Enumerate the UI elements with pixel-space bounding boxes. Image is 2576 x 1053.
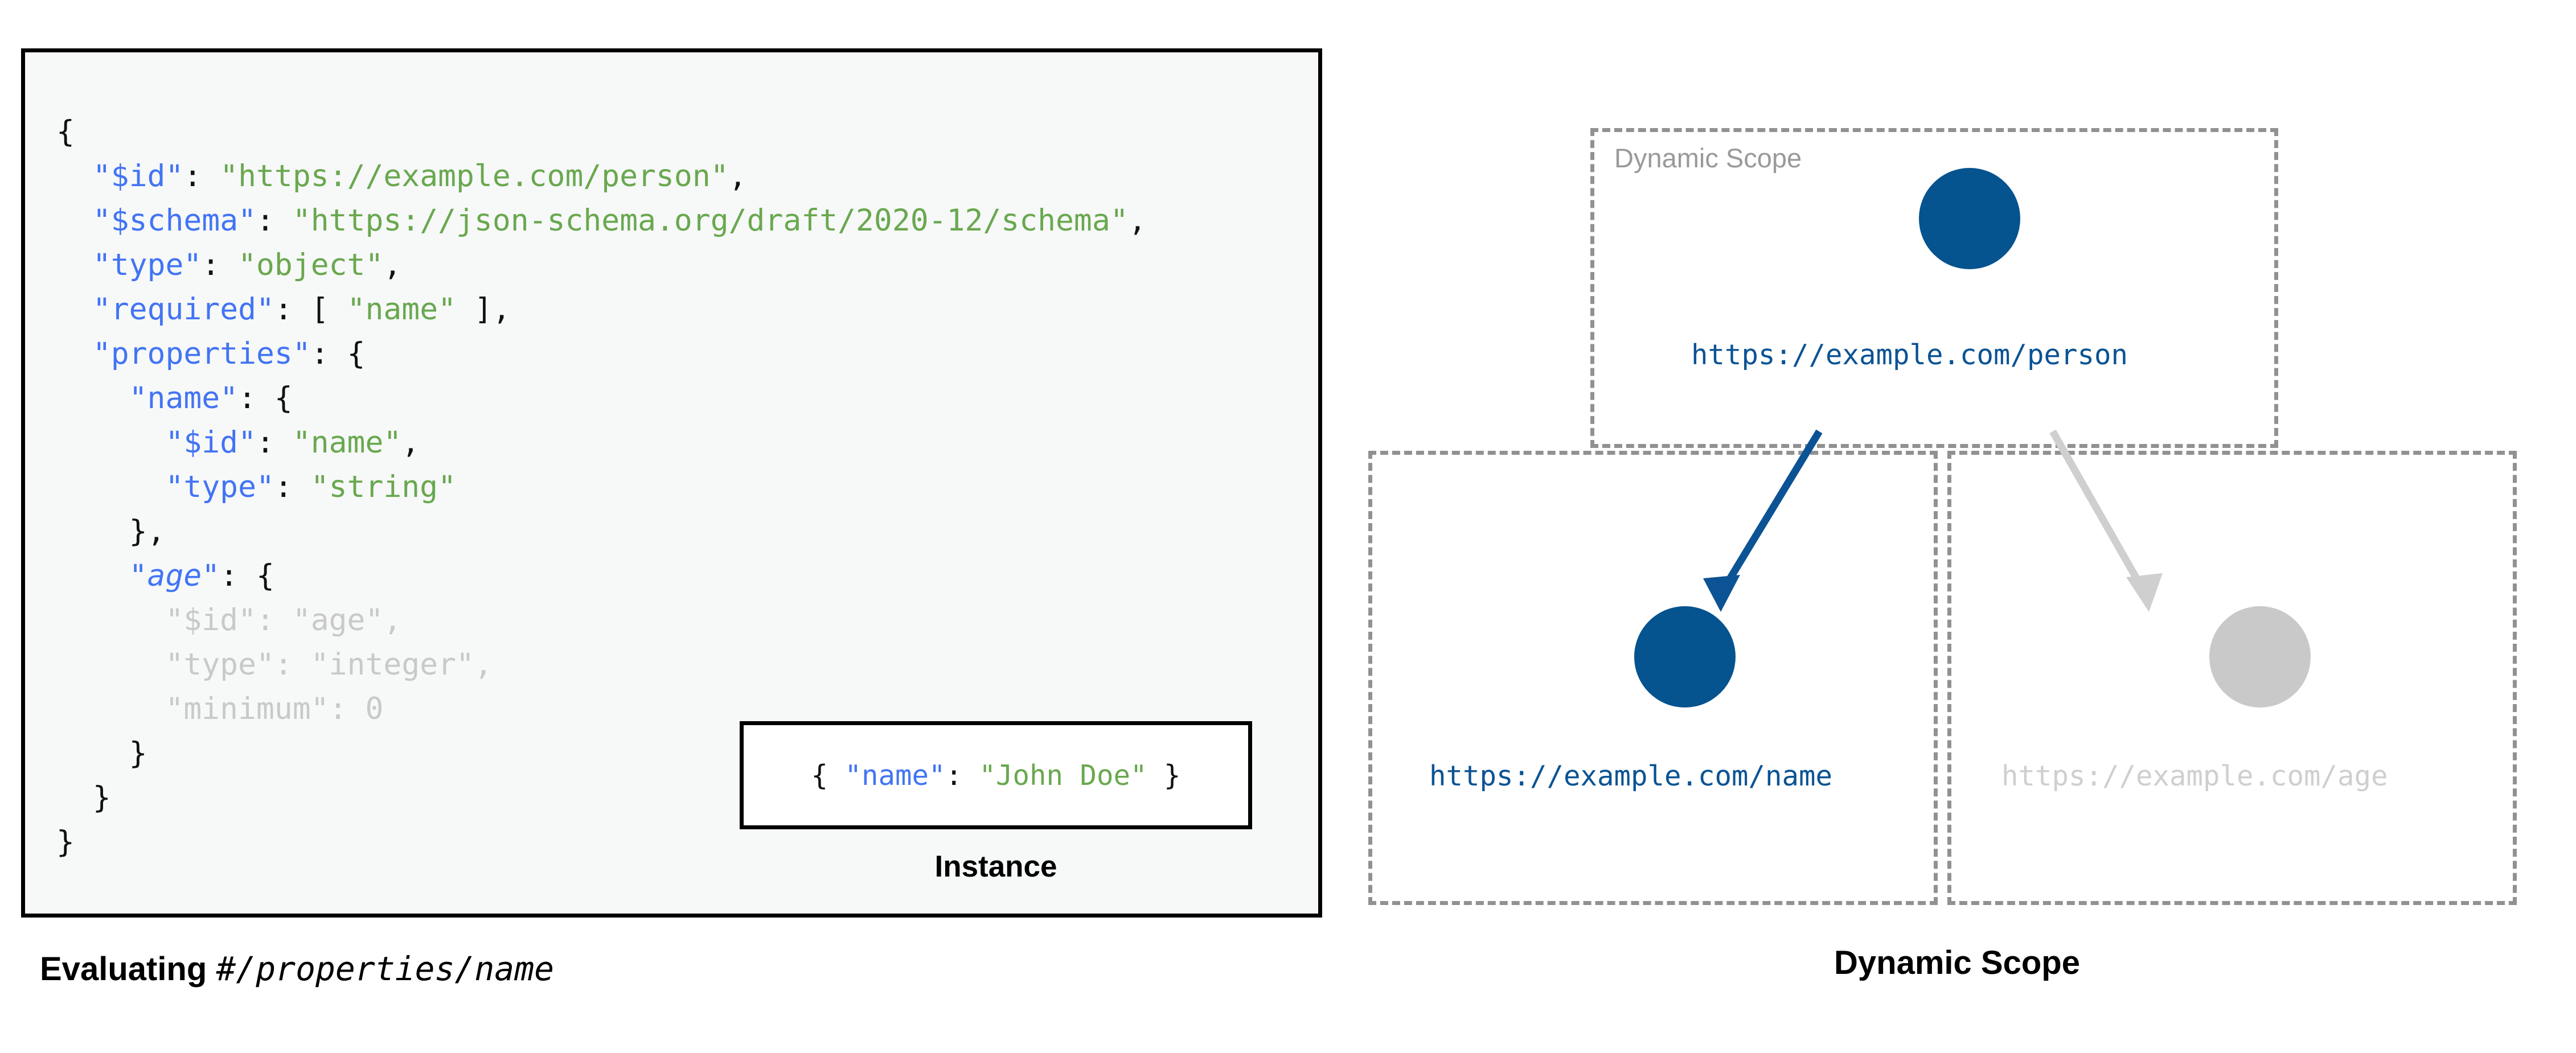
instance-box: { "name": "John Doe" } [740, 721, 1252, 829]
dashed-scope-box-person [1590, 128, 2278, 448]
code-token: "minimum" [165, 692, 329, 726]
code-line: "minimum": 0 [56, 687, 1147, 731]
instance-token: "name" [844, 759, 946, 792]
code-token: } [56, 825, 75, 859]
code-token: "https://json-schema.org/draft/2020-12/s… [292, 203, 1129, 238]
dynamic-scope-inner-label: Dynamic Scope [1614, 143, 1802, 173]
code-line: "type": "integer", [56, 643, 1147, 687]
code-line: "name": { [56, 376, 1147, 421]
code-token: "object" [238, 248, 384, 282]
code-token: : { [238, 381, 293, 416]
dashed-scope-box-name [1368, 451, 1938, 905]
code-token: { [56, 114, 75, 149]
code-line: "age": { [56, 554, 1147, 598]
dynamic-scope-caption: Dynamic Scope [1834, 944, 2080, 981]
instance-caption: Instance [934, 850, 1057, 883]
evaluating-caption: Evaluating #/properties/name [40, 949, 554, 988]
code-line: "$schema": "https://json-schema.org/draf… [56, 199, 1147, 243]
instance-token: } [1147, 759, 1181, 792]
code-token [56, 336, 93, 371]
node-age [2209, 606, 2311, 708]
code-token: : [202, 248, 239, 282]
instance-token: "John Doe" [979, 759, 1147, 792]
schema-code-panel: { "$id": "https://example.com/person", "… [21, 48, 1322, 918]
code-token: "integer" [310, 647, 474, 682]
code-token: , [401, 425, 420, 460]
node-name [1634, 606, 1736, 708]
instance-token: { [811, 759, 845, 792]
code-line: } [56, 820, 1147, 865]
code-token: "name" [347, 292, 457, 327]
evaluating-caption-bold: Evaluating [40, 951, 207, 988]
node-person [1919, 168, 2020, 269]
code-line: } [56, 776, 1147, 820]
node-label-person: https://example.com/person [1691, 339, 2128, 371]
code-line: "$id": "age", [56, 598, 1147, 643]
code-token: "age" [129, 558, 220, 593]
code-token [56, 558, 129, 593]
code-token: }, [56, 514, 166, 549]
evaluating-caption-pointer: #/properties/name [216, 949, 555, 988]
code-token: "properties" [92, 336, 311, 371]
node-label-age: https://example.com/age [2001, 760, 2388, 792]
code-token: "$id" [165, 425, 256, 460]
code-line: "type": "object", [56, 243, 1147, 287]
code-token [56, 248, 93, 282]
code-token [56, 692, 165, 726]
code-token: "https://example.com/person" [220, 159, 729, 194]
code-line: "$id": "https://example.com/person", [56, 154, 1147, 199]
code-token [56, 292, 93, 327]
code-token [56, 603, 165, 637]
instance-token: : [945, 759, 979, 792]
code-token: : 0 [329, 692, 384, 726]
code-line: }, [56, 509, 1147, 554]
code-line: "required": [ "name" ], [56, 287, 1147, 332]
code-token: "required" [92, 292, 274, 327]
dashed-scope-box-age [1947, 451, 2517, 905]
json-schema-code: { "$id": "https://example.com/person", "… [56, 110, 1147, 865]
code-token: "age" [292, 603, 384, 637]
dynamic-scope-diagram: Dynamic Scope https://example.com/person… [1338, 0, 2576, 1053]
code-token: : [256, 603, 293, 637]
code-token [56, 470, 165, 504]
code-token: : [ [274, 292, 347, 327]
code-token: , [383, 248, 402, 282]
code-token: : [256, 425, 293, 460]
code-token: , [1128, 203, 1147, 238]
code-token: "$id" [165, 603, 256, 637]
code-token: "type" [92, 248, 202, 282]
code-line: { [56, 110, 1147, 154]
code-token: "string" [310, 470, 457, 504]
code-token: "name" [129, 381, 239, 416]
code-token: : [274, 470, 311, 504]
code-token [56, 203, 93, 238]
code-token: "$schema" [92, 203, 257, 238]
code-token: "name" [292, 425, 402, 460]
code-token: "type" [165, 470, 274, 504]
code-line: "properties": { [56, 332, 1147, 376]
code-token: , [383, 603, 402, 637]
code-token: : { [220, 558, 274, 593]
code-token: , [474, 647, 493, 682]
code-line: } [56, 731, 1147, 776]
instance-json-code: { "name": "John Doe" } [811, 759, 1180, 792]
code-token [56, 647, 165, 682]
code-token: ], [456, 292, 511, 327]
code-token: "type" [165, 647, 274, 682]
code-token: : [274, 647, 311, 682]
code-line: "$id": "name", [56, 421, 1147, 465]
node-label-name: https://example.com/name [1429, 760, 1833, 792]
code-line: "type": "string" [56, 465, 1147, 509]
code-token: , [728, 159, 747, 194]
code-token: : [183, 159, 220, 194]
code-token: } [56, 736, 147, 771]
code-token: : [256, 203, 293, 238]
code-token: : { [310, 336, 366, 371]
code-token [56, 381, 129, 416]
code-token [56, 159, 93, 194]
code-token: "$id" [92, 159, 184, 194]
code-token: } [56, 780, 111, 815]
code-token [56, 425, 165, 460]
